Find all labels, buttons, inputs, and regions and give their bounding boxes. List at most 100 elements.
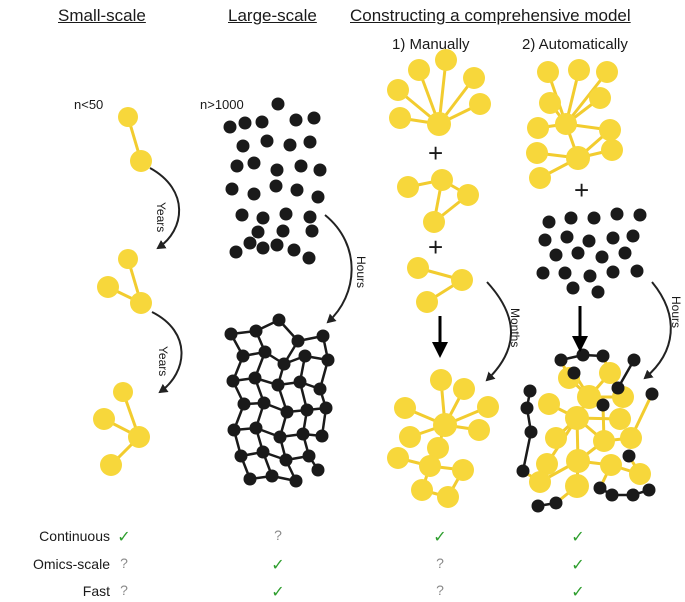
black-node [291,334,305,348]
check-icon: ✓ [433,529,447,546]
black-node [313,382,327,396]
black-node [560,230,574,244]
yellow-node [411,479,433,501]
black-node [626,488,640,502]
yellow-node [430,369,452,391]
yellow-node [566,146,590,170]
black-node [235,208,249,222]
yellow-node [529,471,551,493]
black-node [549,248,563,262]
black-node [520,401,534,415]
yellow-node [433,413,457,437]
black-node [618,246,632,260]
label-n-small: n<50 [74,97,104,112]
black-node [279,453,293,467]
yellow-node [599,119,621,141]
header-large-scale: Large-scale [228,6,317,25]
large-scale-connected-network [224,313,335,488]
manual-combined-network [387,369,499,508]
check-icon: ✓ [571,529,585,546]
subheader-automatically: 2) Automatically [522,36,628,53]
yellow-node [387,79,409,101]
black-node [243,236,257,250]
black-node [596,349,610,363]
arrow-label-years-2: Years [156,346,170,377]
black-node [566,281,580,295]
black-node [321,353,335,367]
black-node [276,224,290,238]
plus-sign-auto: + [574,175,590,205]
black-node [311,190,325,204]
yellow-node [620,427,642,449]
yellow-node [529,167,551,189]
yellow-node [463,67,485,89]
yellow-node [130,292,152,314]
black-node [626,229,640,243]
yellow-node [538,393,560,415]
yellow-node [601,139,623,161]
yellow-node [536,453,558,475]
yellow-node [629,463,651,485]
yellow-node [600,454,622,476]
black-node [270,238,284,252]
row-label-continuous: Continuous [39,528,110,544]
yellow-node [468,419,490,441]
yellow-node [599,362,621,384]
black-node [571,246,585,260]
black-node [249,421,263,435]
black-node [256,211,270,225]
black-node [315,429,329,443]
black-node [606,231,620,245]
yellow-node [407,257,429,279]
black-node [538,233,552,247]
yellow-node [453,378,475,400]
black-node [236,349,250,363]
arrow-hours-auto [643,281,672,380]
black-node [248,371,262,385]
arrow-label-months: Months [508,308,522,348]
black-node [257,396,271,410]
black-node [536,266,550,280]
arrow-label-years-1: Years [154,202,168,233]
yellow-node [423,211,445,233]
yellow-node [469,93,491,115]
row-label-fast: Fast [82,583,110,599]
yellow-node [113,382,133,402]
yellow-node [130,150,152,172]
black-node [258,345,272,359]
yellow-node [427,437,449,459]
yellow-node [431,169,453,191]
black-node [296,427,310,441]
yellow-node [537,61,559,83]
black-node [237,397,251,411]
label-n-large: n>1000 [200,97,244,112]
black-node [256,241,270,255]
yellow-node [577,385,601,409]
black-node [610,207,624,221]
black-node [531,499,545,513]
black-node [524,425,538,439]
black-node [243,472,257,486]
plus-sign-manual-1: + [428,138,444,168]
black-node [294,159,308,173]
yellow-node [589,87,611,109]
black-node [280,405,294,419]
black-node [302,449,316,463]
black-node [307,111,321,125]
black-node [549,496,563,510]
small-network-3 [93,382,150,476]
yellow-node [437,486,459,508]
arrow-years-1 [149,167,181,250]
black-node [305,224,319,238]
yellow-node [97,276,119,298]
yellow-node [539,92,561,114]
black-node [298,349,312,363]
check-icon: ✓ [571,584,585,601]
black-node [642,483,656,497]
black-node [558,266,572,280]
black-node [271,378,285,392]
black-node [303,135,317,149]
black-node [516,464,530,478]
black-node [229,245,243,259]
